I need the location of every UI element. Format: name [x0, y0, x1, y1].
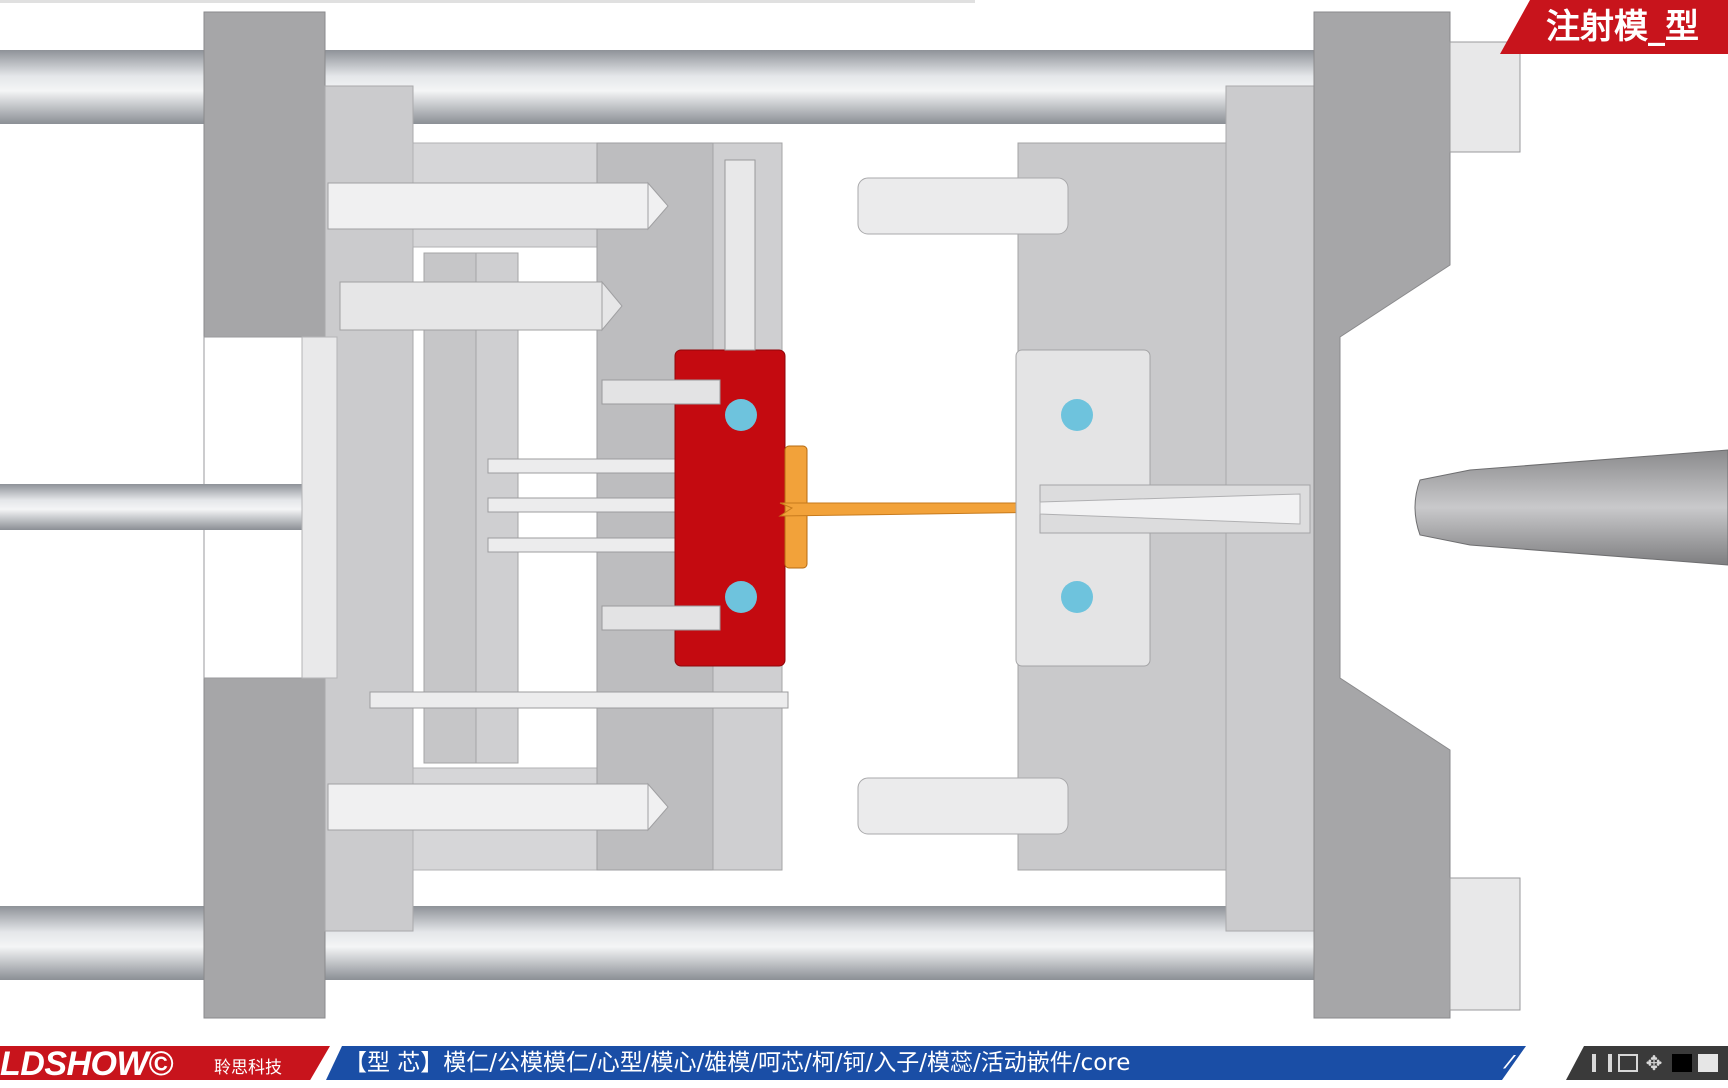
- slash-icon: ⁄: [1508, 1052, 1512, 1073]
- locating-ring-left: [301, 336, 338, 679]
- cooling-channel-lower-left: [725, 581, 757, 613]
- cooling-channel-lower-right: [1061, 581, 1093, 613]
- brand-block: [0, 1046, 330, 1080]
- guide-pin-tip-top-left: [647, 181, 669, 231]
- cooling-channel-upper-left: [725, 399, 757, 431]
- pause-icon[interactable]: [1592, 1054, 1612, 1072]
- cooling-channel-upper-right: [1061, 399, 1093, 431]
- guide-pin-tip-bottom-left: [647, 782, 669, 832]
- return-pin-tip-top: [601, 280, 623, 332]
- injection-nozzle: [1414, 449, 1728, 566]
- ejector-pin-lower: [369, 691, 789, 709]
- title-ribbon: 注射模_型: [1500, 0, 1728, 54]
- window-icon[interactable]: [1618, 1054, 1638, 1072]
- ejector-retainer-plate: [423, 252, 477, 764]
- guide-pin-bottom-left: [327, 783, 649, 831]
- guide-pin-top-left: [327, 182, 649, 230]
- white-square-icon[interactable]: [1698, 1054, 1718, 1072]
- player-controls: ✥: [1566, 1046, 1728, 1080]
- tie-bar-nut-bottom: [1449, 877, 1521, 1011]
- top-divider: [0, 0, 975, 3]
- support-pillar: [724, 159, 756, 351]
- moving-platen-top: [203, 11, 326, 338]
- sprue-channel: [1039, 493, 1301, 525]
- brand-logo: LDSHOW©: [0, 1045, 173, 1083]
- brand-company: 聆思科技: [214, 1058, 282, 1078]
- term-banner: [326, 1046, 1526, 1080]
- bottom-status-bar: LDSHOW© 聆思科技 【型 芯】模仁/公模模仁/心型/模心/雄模/呵芯/柯/…: [0, 1045, 1728, 1083]
- core-screw-upper: [601, 379, 721, 405]
- guide-bushing-bottom-right: [857, 777, 1069, 835]
- moving-platen-bottom: [203, 677, 326, 1019]
- title-text: 注射模_型: [1546, 7, 1699, 47]
- core-screw-lower: [601, 605, 721, 631]
- black-square-icon[interactable]: [1672, 1054, 1692, 1072]
- move-icon[interactable]: ✥: [1645, 1051, 1663, 1075]
- term-banner-text: 【型 芯】模仁/公模模仁/心型/模心/雄模/呵芯/柯/钶/入子/模蕊/活动嵌件/…: [344, 1050, 1131, 1076]
- tie-bar-nut-top: [1449, 41, 1521, 153]
- guide-bushing-top-right: [857, 177, 1069, 235]
- return-pin-top: [339, 281, 603, 331]
